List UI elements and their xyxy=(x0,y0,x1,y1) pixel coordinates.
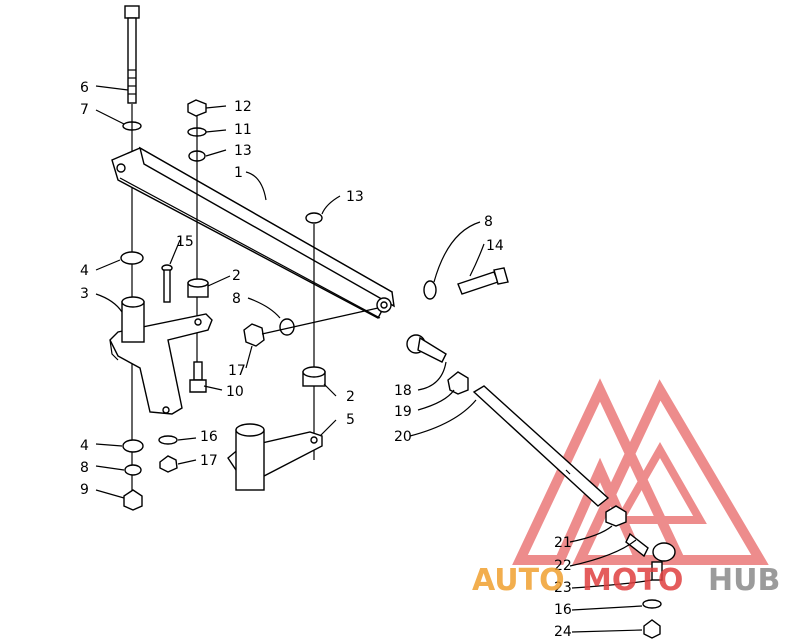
bushing-13-right xyxy=(305,212,323,224)
axis-line-diag xyxy=(261,307,379,335)
callout-1: 1 xyxy=(234,165,243,181)
washer-16-lower xyxy=(642,599,662,609)
watermark-triangle-inner xyxy=(613,441,707,524)
callout-18: 18 xyxy=(394,383,412,399)
callout-12: 12 xyxy=(234,99,252,115)
callout-13-right: 13 xyxy=(346,189,364,205)
washer-8-lower xyxy=(124,464,142,476)
callout-labels: 6 7 12 11 13 1 13 8 14 15 4 2 3 8 17 10 … xyxy=(80,80,572,640)
callout-16-mid: 16 xyxy=(200,429,218,445)
callout-2-upper: 2 xyxy=(232,268,241,284)
callout-4-lower: 4 xyxy=(80,438,89,454)
callout-8-lower: 8 xyxy=(80,460,89,476)
nut-24 xyxy=(643,619,661,639)
rod-end-18 xyxy=(406,334,447,363)
callout-23: 23 xyxy=(554,580,572,596)
bolt-10 xyxy=(189,361,207,393)
callout-20: 20 xyxy=(394,429,412,445)
callout-17-lower: 17 xyxy=(200,453,218,469)
callout-19: 19 xyxy=(394,404,412,420)
callout-17-mid: 17 xyxy=(228,363,246,379)
callout-13-top: 13 xyxy=(234,143,252,159)
watermark-text: AUTO MOTO HUB xyxy=(472,563,780,598)
callout-24: 24 xyxy=(554,624,572,640)
bracket-3 xyxy=(109,296,213,415)
spacer-2-upper xyxy=(187,278,209,298)
callout-8-mid: 8 xyxy=(232,291,241,307)
bracket-5 xyxy=(227,423,323,491)
callout-11: 11 xyxy=(234,122,252,138)
nut-17-mid xyxy=(243,323,265,347)
callout-3: 3 xyxy=(80,286,89,302)
spacer-2-lower xyxy=(302,366,326,387)
callout-8-right: 8 xyxy=(484,214,493,230)
leader-lines xyxy=(95,85,653,633)
washer-16-mid xyxy=(158,435,178,445)
callout-5: 5 xyxy=(346,412,355,428)
nut-21 xyxy=(605,505,627,527)
callout-10: 10 xyxy=(226,384,244,400)
long-bolt xyxy=(124,5,140,104)
watermark-text-hub: HUB xyxy=(708,563,780,598)
callout-9: 9 xyxy=(80,482,89,498)
callout-22: 22 xyxy=(554,558,572,574)
callout-7: 7 xyxy=(80,102,89,118)
nut-17-lower xyxy=(159,455,178,473)
rod-end-22 xyxy=(625,532,676,581)
watermark-text-moto: MOTO xyxy=(582,563,683,598)
watermark-triangle-left xyxy=(512,378,688,565)
callout-15: 15 xyxy=(176,234,194,250)
callout-21: 21 xyxy=(554,535,572,551)
callout-2-lower: 2 xyxy=(346,389,355,405)
callout-6: 6 xyxy=(80,80,89,96)
link-arm xyxy=(111,146,395,319)
bolt-15 xyxy=(161,264,173,303)
washer-4-upper xyxy=(120,251,144,265)
callout-4-upper: 4 xyxy=(80,263,89,279)
nut-12 xyxy=(187,99,207,117)
callout-14: 14 xyxy=(486,238,504,254)
bolt-14 xyxy=(457,267,509,295)
tie-rod-20 xyxy=(472,385,610,507)
nut-9 xyxy=(123,489,143,511)
nut-19 xyxy=(447,371,469,395)
washer-8-right xyxy=(423,280,437,300)
washer-4-lower xyxy=(122,439,144,453)
callout-16-lower: 16 xyxy=(554,602,572,618)
watermark-text-auto: AUTO xyxy=(472,563,565,598)
